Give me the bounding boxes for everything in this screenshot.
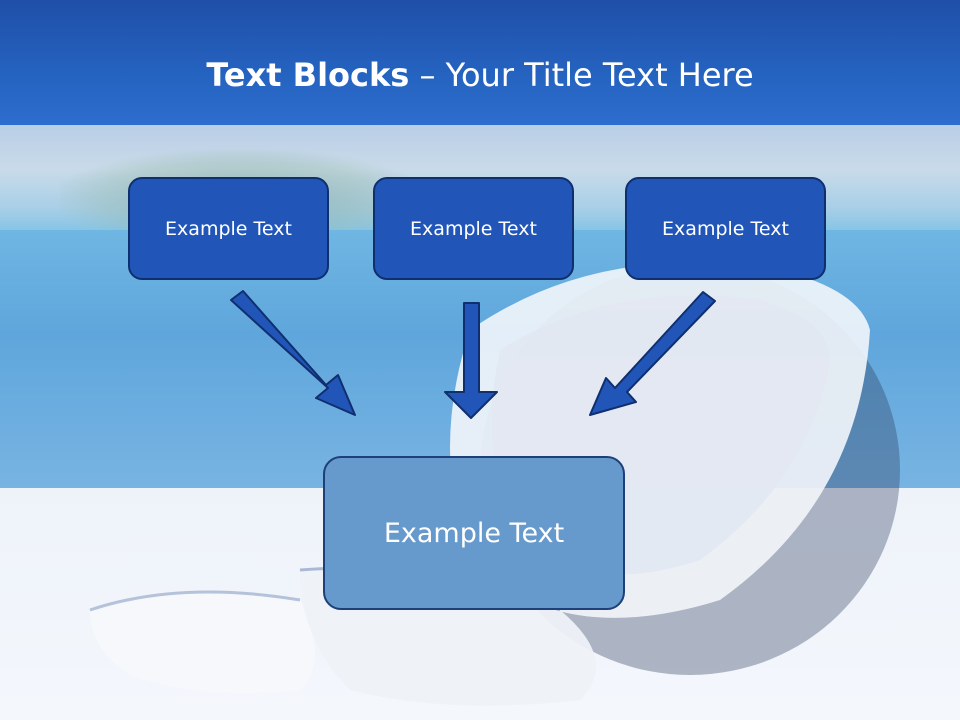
text-block-1[interactable]: Example Text [128,177,329,280]
text-block-2[interactable]: Example Text [373,177,574,280]
text-block-1-label: Example Text [165,217,292,240]
title-rest-text: Your Title Text Here [445,56,754,94]
main-text-block-label: Example Text [383,517,565,549]
text-block-2-label: Example Text [410,217,537,240]
arrow-right-icon [589,291,716,416]
text-block-3-label: Example Text [662,217,789,240]
title-bar-background [0,0,960,135]
arrow-down-icon [444,302,498,419]
main-text-block[interactable]: Example Text [323,456,625,610]
coconut-piece-edge-left [89,590,301,612]
text-block-3[interactable]: Example Text [625,177,826,280]
arrow-left-icon [230,290,356,416]
title-bold-text: Text Blocks [206,56,410,94]
coconut-piece-left [90,592,315,693]
slide-title: Text Blocks – Your Title Text Here [0,55,960,95]
title-dash: – [409,56,446,94]
